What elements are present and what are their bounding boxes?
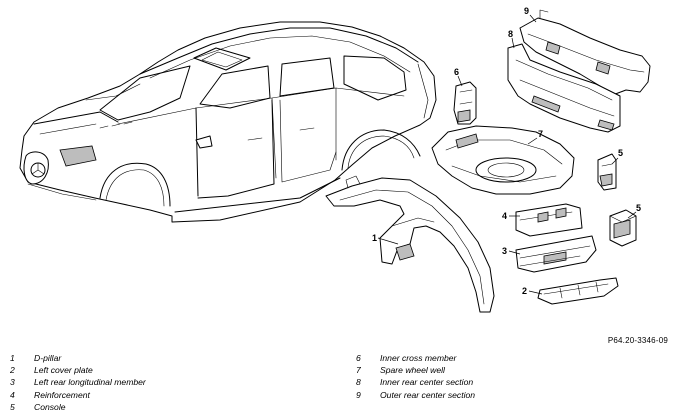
legend-item: 4 Reinforcement [10,390,146,402]
callout-4: 4 [502,211,507,221]
legend-label: Outer rear center section [380,389,476,400]
callout-3: 3 [502,246,507,256]
legend-item: 1 D-pillar [10,353,146,365]
legend-label: Left rear longitudinal member [34,377,146,388]
left-rear-longitudinal-member [515,235,597,273]
legend-left-column: 1 D-pillar 2 Left cover plate 3 Left rea… [10,353,146,414]
d-pillar-part [325,175,495,313]
callout-6: 6 [454,67,459,77]
legend-number: 9 [356,389,361,400]
legend-label: Inner rear center section [380,377,474,388]
legend-number: 3 [10,377,15,388]
callout-9: 9 [524,6,529,16]
left-cover-plate [537,277,619,305]
legend-right-column: 6 Inner cross member 7 Spare wheel well … [356,353,475,402]
callout-5-lower: 5 [636,203,641,213]
callout-5-upper: 5 [618,148,623,158]
legend-number: 4 [10,389,15,400]
legend-number: 2 [10,365,15,376]
legend-item: 2 Left cover plate [10,365,146,377]
callout-1: 1 [372,233,377,243]
legend-item: 3 Left rear longitudinal member [10,377,146,389]
outer-rear-center-section [519,9,651,97]
parts-legend: 1 D-pillar 2 Left cover plate 3 Left rea… [10,353,570,415]
car-body-illustration [19,21,437,223]
legend-number: 8 [356,377,361,388]
legend-number: 7 [356,365,361,376]
callout-7: 7 [538,129,543,139]
legend-item: 8 Inner rear center section [356,377,475,389]
spare-wheel-well [431,125,575,195]
legend-number: 6 [356,353,361,363]
legend-label: Left cover plate [34,365,93,376]
legend-label: Console [34,401,66,412]
callout-2: 2 [522,286,527,296]
legend-label: Inner cross member [380,353,457,363]
callout-labels: 1 2 3 4 5 5 6 7 8 9 [372,6,641,296]
legend-item: 7 Spare wheel well [356,365,475,377]
figure-reference: P64.20-3346-09 [607,336,668,345]
inner-rear-center-section [507,43,621,133]
console-upper [597,153,617,191]
legend-item: 9 Outer rear center section [356,390,475,402]
legend-label: Spare wheel well [380,365,445,376]
legend-item: 6 Inner cross member [356,353,475,365]
exploded-parts-diagram: 1 2 3 4 5 5 6 7 8 9 [19,6,651,313]
inner-cross-member [453,81,477,125]
console-lower [609,209,637,247]
legend-label: D-pillar [34,353,62,363]
legend-label: Reinforcement [34,389,90,400]
legend-number: 1 [10,353,15,363]
legend-item: 5 Console [10,402,146,414]
callout-8: 8 [508,29,513,39]
reinforcement-part [515,203,583,237]
legend-number: 5 [10,401,15,412]
